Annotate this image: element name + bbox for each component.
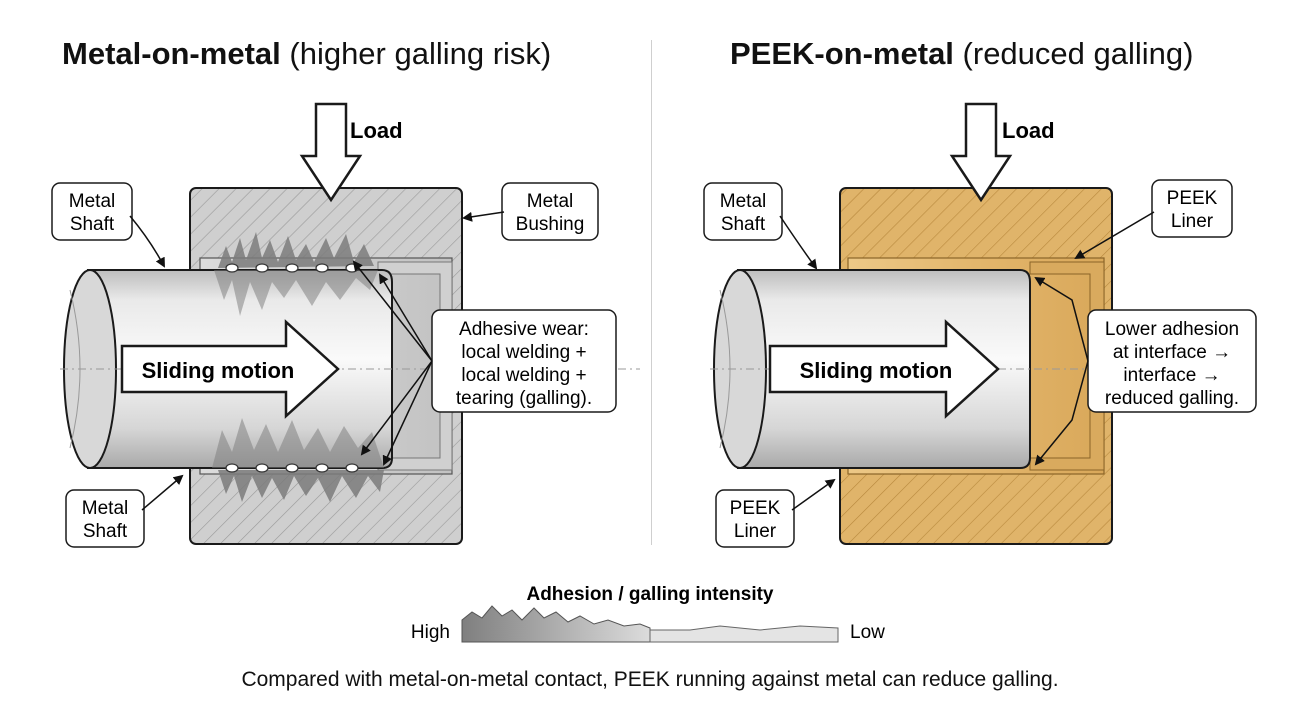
- right-panel-title: PEEK-on-metal (reduced galling): [730, 36, 1193, 72]
- left-title-bold: Metal-on-metal: [62, 36, 281, 71]
- panel-divider: [651, 40, 652, 545]
- left-label-bushing-line1: Metal: [527, 191, 573, 212]
- right-callout-line1: Lower adhesion: [1105, 319, 1239, 340]
- left-label-shaft-bottom-line1: Metal: [82, 498, 128, 519]
- right-callout-line2: at interface →: [1113, 342, 1231, 363]
- left-load-label: Load: [350, 118, 403, 143]
- right-label-liner-top-box: [1151, 179, 1233, 238]
- left-label-shaft-bottom-line2: Shaft: [83, 521, 128, 542]
- right-label-liner-top-line1: PEEK: [1167, 188, 1218, 209]
- left-label-bushing-line2: Bushing: [516, 214, 585, 235]
- left-motion-label: Sliding motion: [142, 358, 295, 383]
- right-leader-liner-bottom: [791, 478, 836, 511]
- right-diagram: Sliding motion Load Metal Shaft PEEK Lin…: [703, 102, 1257, 548]
- right-motion-arrow: [768, 319, 1000, 419]
- left-leader-shaft-top: [129, 215, 165, 268]
- right-callout-line4: reduced galling.: [1105, 388, 1239, 409]
- left-load-arrow: [299, 102, 363, 203]
- left-leader-bushing: [462, 211, 505, 222]
- right-callout-leaders: [1034, 276, 1089, 466]
- left-label-shaft-top-line1: Metal: [69, 191, 115, 212]
- right-label-liner-top-line2: Liner: [1171, 211, 1214, 232]
- right-label-shaft-box: [703, 182, 783, 241]
- left-label-shaft-bottom-box: [65, 489, 145, 548]
- left-panel-title: Metal-on-metal (higher galling risk): [62, 36, 551, 72]
- right-label-shaft-line2: Shaft: [721, 214, 766, 235]
- left-leader-shaft-bottom: [141, 474, 184, 511]
- right-leader-shaft: [779, 215, 818, 270]
- left-callout-line3: local welding +: [461, 365, 586, 386]
- scale-high-profile: [461, 605, 651, 643]
- scale-high-label: High: [411, 622, 450, 643]
- right-load-arrow: [949, 102, 1013, 203]
- left-label-bushing-box: [501, 182, 599, 241]
- left-label-shaft-top-line2: Shaft: [70, 214, 115, 235]
- left-galling-bottom: [212, 418, 384, 502]
- left-callout-leaders: [352, 260, 433, 466]
- left-weld-points-bottom: [225, 463, 359, 473]
- left-callout-line4: tearing (galling).: [456, 388, 592, 409]
- right-label-shaft-line1: Metal: [720, 191, 766, 212]
- right-label-liner-bottom-box: [715, 489, 795, 548]
- scale-title: Adhesion / galling intensity: [526, 584, 773, 605]
- left-galling-top: [214, 232, 378, 316]
- left-callout-line2: local welding +: [461, 342, 586, 363]
- left-title-rest: (higher galling risk): [289, 36, 552, 71]
- right-leader-liner-top: [1074, 211, 1155, 260]
- scale-low-label: Low: [850, 622, 885, 643]
- right-title-bold: PEEK-on-metal: [730, 36, 954, 71]
- intensity-scale: Adhesion / galling intensity High Low: [411, 584, 885, 643]
- right-title-rest: (reduced galling): [962, 36, 1194, 71]
- scale-low-profile: [649, 625, 839, 643]
- right-callout-line3: interface →: [1123, 365, 1220, 386]
- right-label-liner-bottom-line2: Liner: [734, 521, 777, 542]
- footnote: Compared with metal-on-metal contact, PE…: [241, 668, 1059, 691]
- left-motion-arrow: [120, 319, 340, 419]
- left-label-shaft-top-box: [51, 182, 133, 241]
- left-callout-line1: Adhesive wear:: [459, 319, 589, 340]
- right-label-liner-bottom-line1: PEEK: [730, 498, 781, 519]
- left-diagram: Sliding motion Load Metal Shaft Metal Bu…: [51, 102, 640, 548]
- right-motion-label: Sliding motion: [800, 358, 953, 383]
- right-load-label: Load: [1002, 118, 1055, 143]
